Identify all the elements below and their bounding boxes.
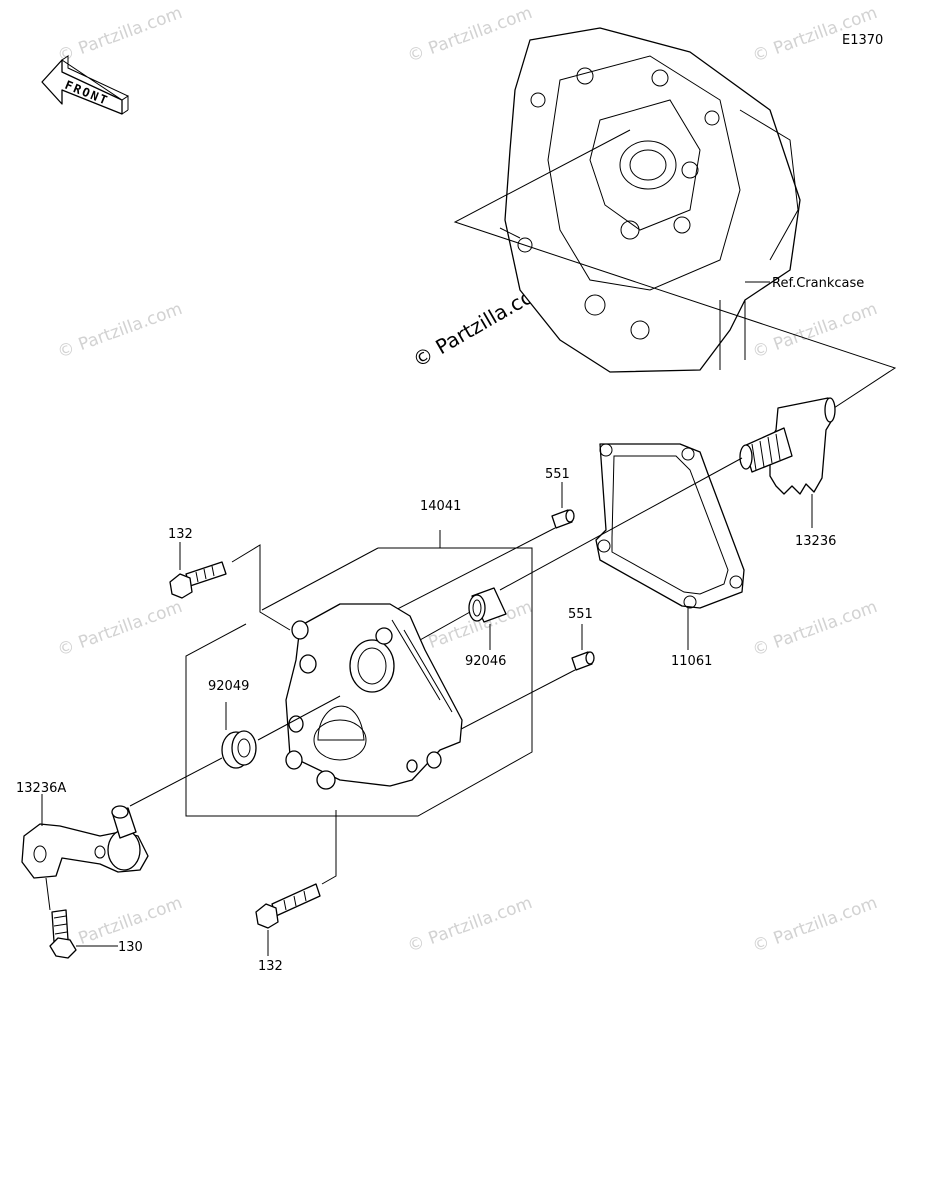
watermark: © Partzilla.com (55, 3, 185, 67)
callout-13236A: 13236A (16, 781, 66, 796)
alignment-lines (453, 129, 897, 426)
shaft-axis (499, 457, 743, 591)
callout-92049: 92049 (208, 679, 249, 694)
callout-551-bottom: 551 (568, 607, 593, 622)
watermark: © Partzilla.com (405, 3, 535, 67)
watermark: © Partzilla.com (55, 597, 185, 661)
watermark: © Partzilla.com (750, 299, 880, 363)
needle-bearing-92046: 92046 (419, 587, 507, 669)
callout-14041: 14041 (420, 499, 461, 514)
dowel-pin-551-top: 551 (379, 467, 575, 619)
front-arrow-label: FRONT (63, 78, 111, 108)
diagram-code: E1370 (842, 33, 883, 48)
gasket-11061: 11061 (595, 443, 745, 669)
callout-130: 130 (118, 940, 143, 955)
crankcase-reference: Ref.Crankcase (504, 27, 864, 373)
front-arrow-icon: FRONT (41, 55, 130, 115)
callout-92046: 92046 (465, 654, 506, 669)
callout-132-top: 132 (168, 527, 193, 542)
oil-seal-92049: 92049 (208, 679, 341, 769)
shift-lever-13236A: 13236A (16, 757, 223, 879)
reference-label: Ref.Crankcase (772, 276, 864, 291)
bolt-132-bottom: 132 (255, 810, 337, 974)
watermark: © Partzilla.com (55, 299, 185, 363)
watermark: © Partzilla.com (405, 893, 535, 957)
callout-13236: 13236 (795, 534, 836, 549)
callout-551-top: 551 (545, 467, 570, 482)
bolt-130: 130 (45, 877, 143, 959)
bolt-132-top: 132 (168, 527, 291, 631)
shift-shaft-13236: 13236 (739, 397, 836, 549)
watermark: © Partzilla.com (750, 893, 880, 957)
dowel-pin-551-bottom: 551 (439, 607, 595, 741)
cover-14041 (285, 603, 463, 790)
group-bracket-14041: 14041 (185, 499, 533, 817)
watermark: © Partzilla.com (750, 597, 880, 661)
callout-132-bottom: 132 (258, 959, 283, 974)
callout-11061: 11061 (671, 654, 712, 669)
